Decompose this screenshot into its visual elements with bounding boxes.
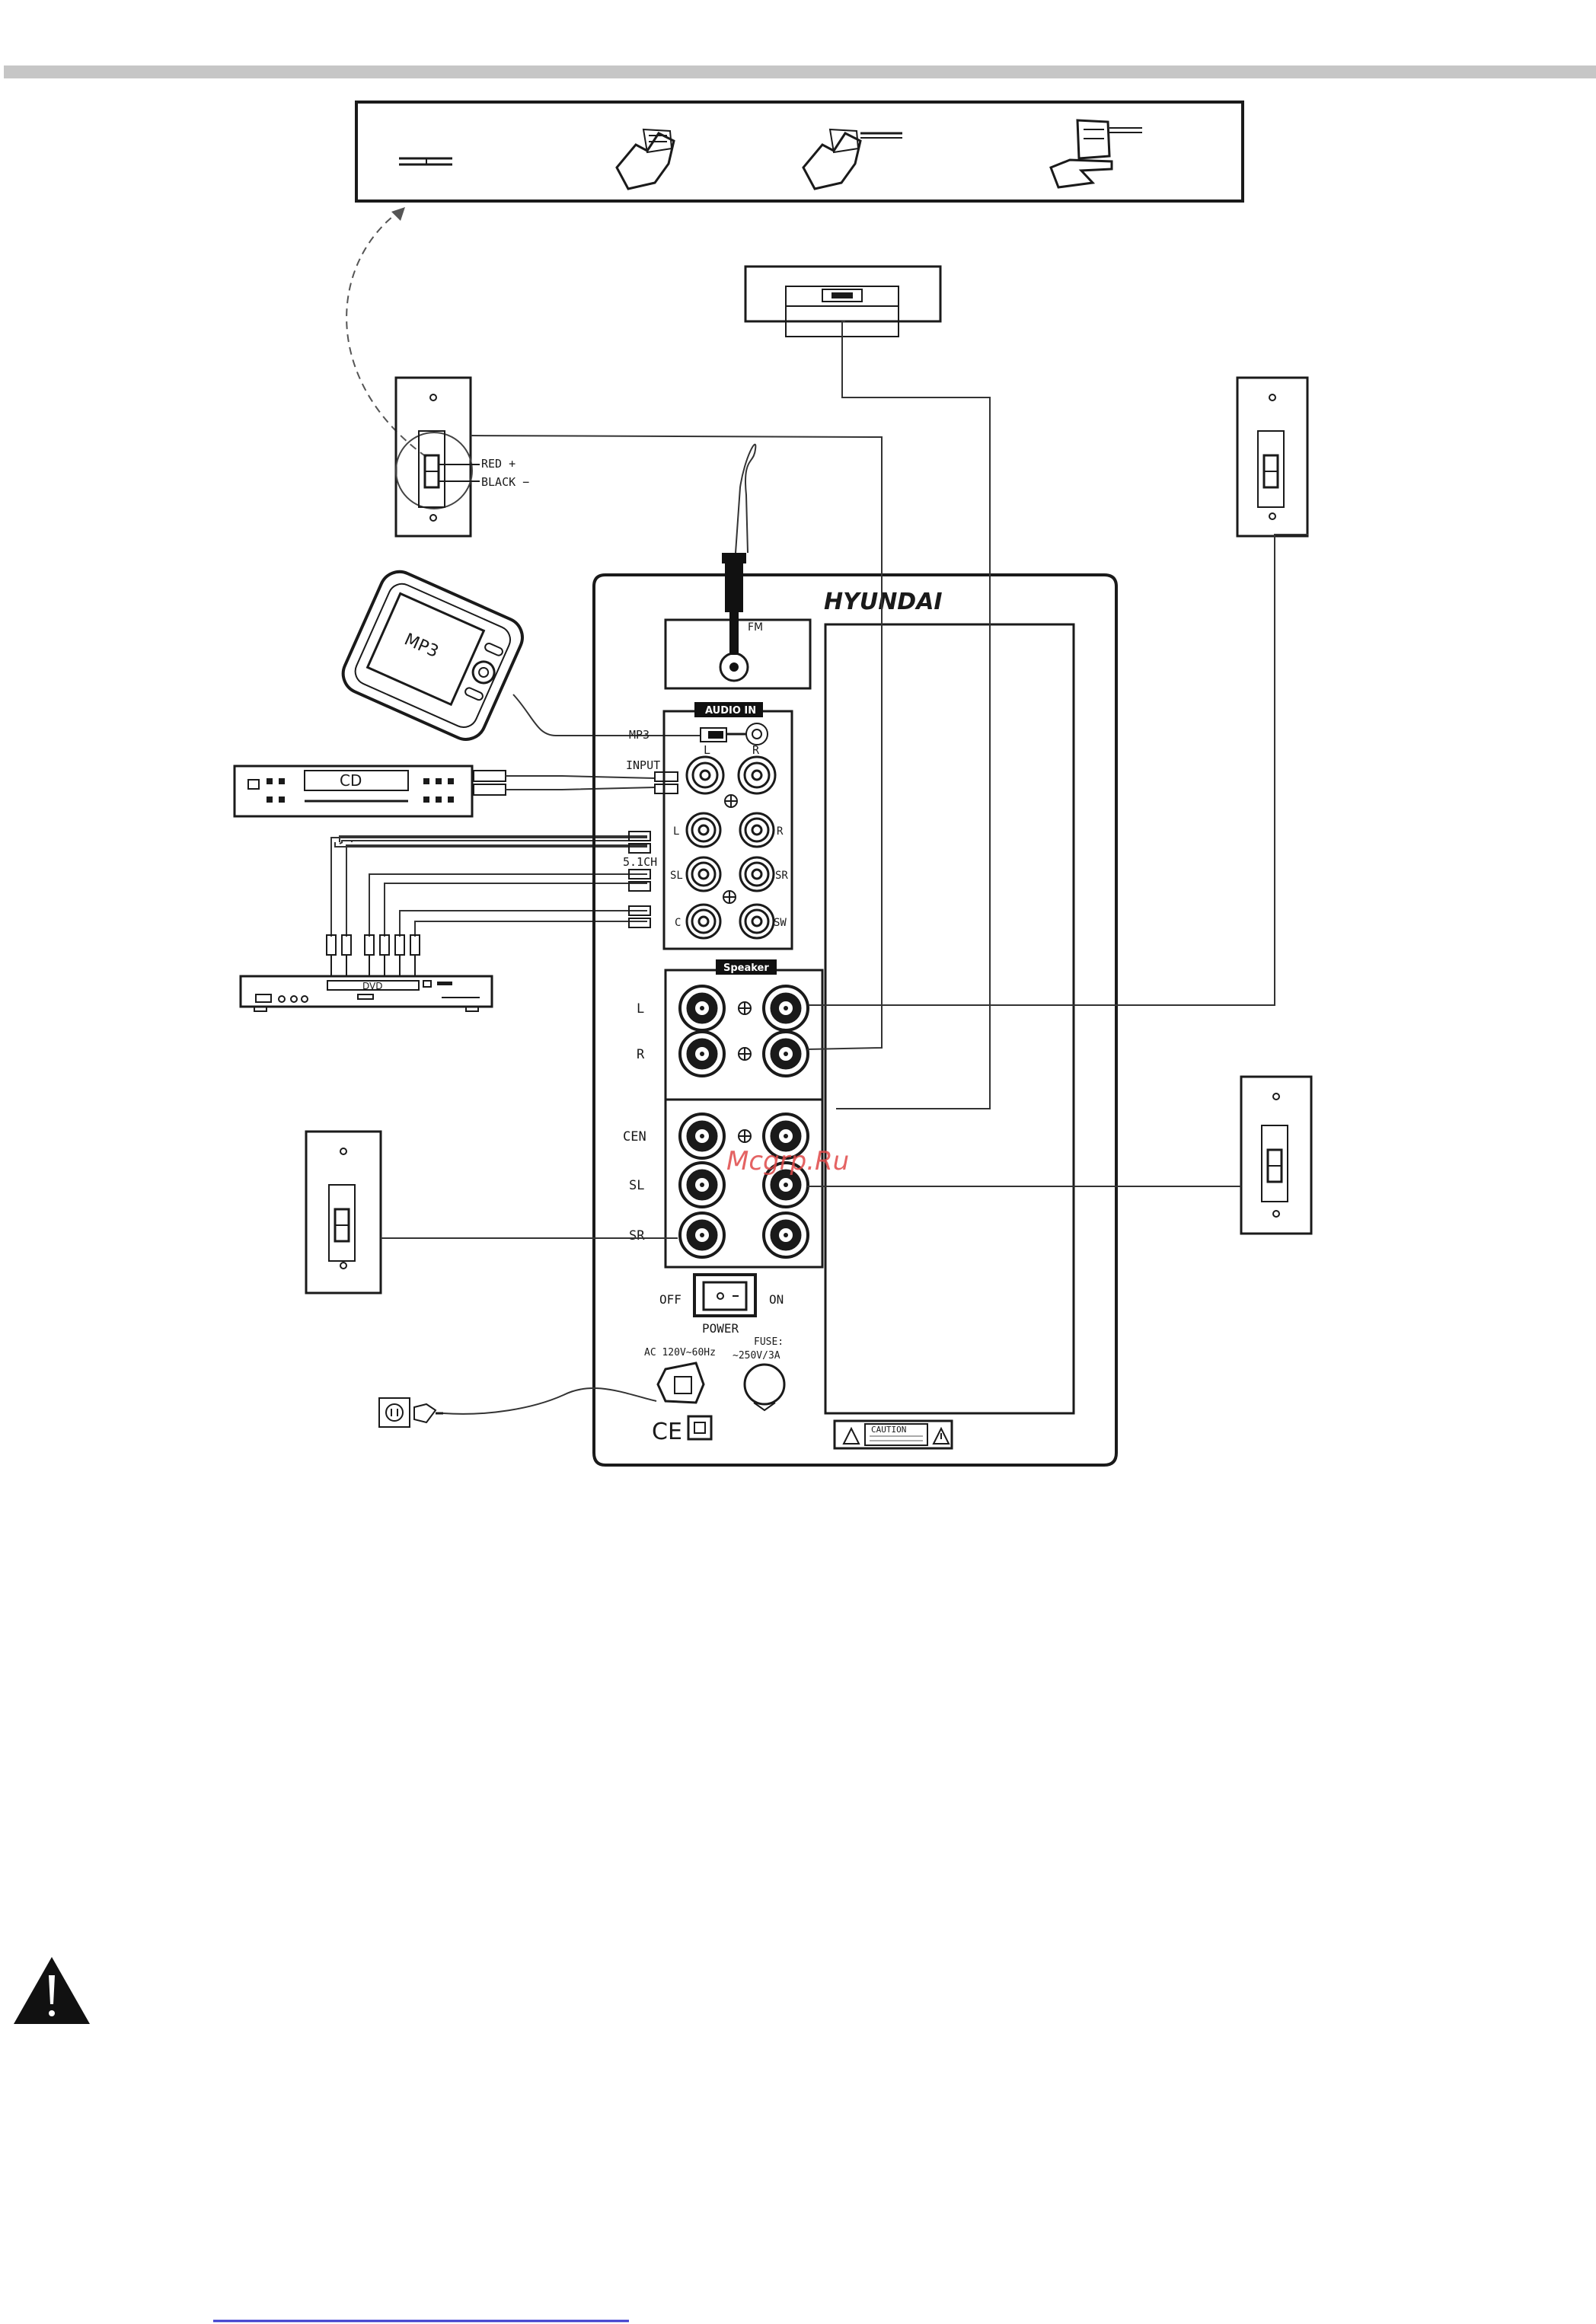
input-label: INPUT [626, 758, 660, 772]
dvd-device-label: DVD [362, 981, 382, 991]
front-left-speaker [396, 378, 480, 536]
power-on-label: ON [769, 1292, 784, 1307]
ch-sw-label: SW [774, 917, 787, 929]
spk-cen-label: CEN [623, 1129, 646, 1144]
mp3-jack[interactable] [701, 723, 768, 745]
fm-label: FM [748, 621, 763, 634]
caution-text: CAUTION [871, 1425, 906, 1435]
surround-right-speaker [1241, 1077, 1311, 1234]
audio-in-title: AUDIO IN [705, 705, 756, 717]
input-l-label: L [704, 743, 710, 757]
power-cord [379, 1388, 656, 1427]
ch-c-label: C [675, 917, 681, 929]
surround-left-speaker [306, 1132, 381, 1293]
ce-mark: CE [652, 1419, 682, 1445]
mp3-device-label: MP3 [401, 630, 441, 662]
arrowhead-icon [391, 207, 405, 221]
mp3-player: MP3 [337, 566, 528, 746]
dvd-rca-plugs [327, 935, 420, 976]
mp3-cable [513, 694, 701, 736]
input-jacks[interactable] [687, 757, 775, 807]
certification-marks: CE [652, 1416, 711, 1445]
ch-r-label: R [777, 825, 784, 838]
wire-instruction-box [356, 102, 1243, 201]
black-minus-label: BLACK − [481, 475, 529, 489]
watermark: Mcgrp.Ru [726, 1146, 849, 1176]
shock-warning-icon [844, 1429, 859, 1444]
fm-antenna-wire [736, 445, 755, 553]
power-off-label: OFF [659, 1292, 681, 1307]
fm-section [666, 553, 810, 688]
mp3-jack-label: MP3 [629, 728, 650, 742]
stripped-wire-icon [399, 158, 452, 164]
double-insulation-icon [688, 1416, 711, 1439]
fuse-label-2: ~250V/3A [733, 1350, 780, 1362]
speaker-title: Speaker [723, 962, 769, 974]
detail-arrow [346, 207, 426, 457]
heatsink-area [825, 624, 1074, 1413]
fuse-holder[interactable] [745, 1365, 784, 1410]
rear-panel [594, 575, 1116, 1465]
ac-label: AC 120V~60Hz [644, 1347, 716, 1358]
ch-sl-label: SL [670, 870, 683, 882]
spk-sr-label: SR [629, 1228, 645, 1243]
cd-cable [474, 771, 678, 795]
speaker-terminals[interactable] [680, 986, 808, 1257]
release-clip-hand-icon [1051, 120, 1142, 187]
red-plus-label: RED + [481, 457, 516, 471]
input-r-label: R [752, 743, 760, 757]
press-clip-hand-icon [617, 129, 674, 189]
ch-sr-label: SR [775, 870, 788, 882]
ch51-jacks[interactable] [687, 813, 774, 938]
speaker-wires [381, 321, 1308, 1238]
dvd-5.1-cables [327, 832, 650, 976]
header-bar [4, 65, 1596, 78]
ch51-label: 5.1CH [623, 855, 657, 869]
brand-logo: HYUNDAI [824, 589, 943, 615]
spk-sl-label: SL [629, 1178, 644, 1193]
insert-wire-hand-icon [803, 129, 902, 189]
ac-inlet[interactable] [658, 1363, 704, 1403]
front-right-speaker [1237, 378, 1307, 536]
spk-r-label: R [637, 1047, 645, 1062]
power-label: POWER [702, 1321, 739, 1336]
warning-triangle-icon [14, 1957, 90, 2024]
power-switch[interactable] [694, 1275, 755, 1316]
spk-l-label: L [637, 1001, 644, 1017]
cd-device-label: CD [340, 771, 362, 790]
ch-l-label: L [673, 825, 679, 838]
fuse-label-1: FUSE: [754, 1336, 784, 1348]
